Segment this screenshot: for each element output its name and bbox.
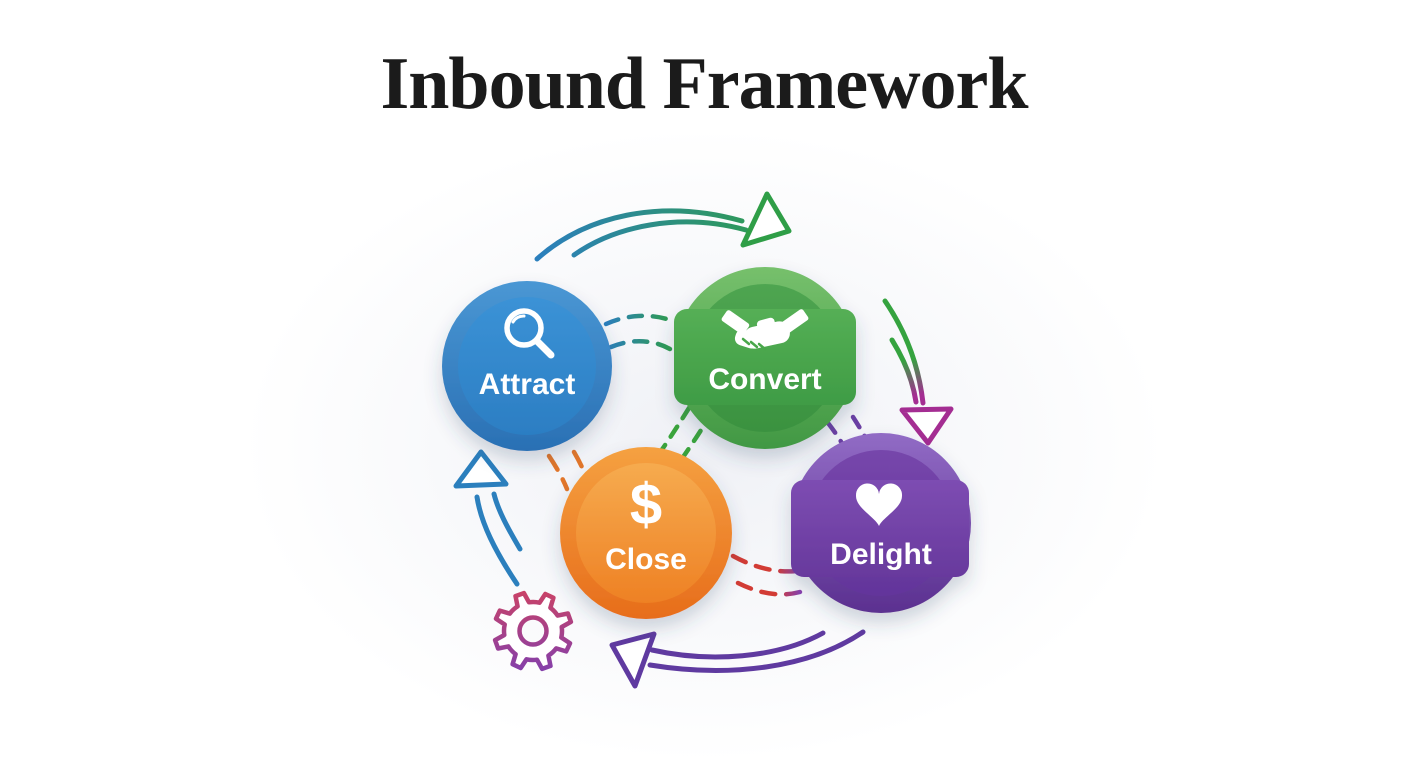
arrowhead-right [740, 191, 792, 248]
gear-icon [492, 590, 574, 672]
node-convert: Convert [674, 267, 856, 449]
page-title: Inbound Framework [380, 43, 1028, 125]
dashed-link-attract-convert [603, 313, 678, 352]
magnifying-glass-icon [504, 308, 555, 359]
arrow-delight-to-close [609, 629, 866, 689]
delight-label: Delight [830, 538, 932, 571]
convert-banner [674, 309, 856, 405]
dollar-sign-icon: $ [630, 472, 662, 537]
handshake-icon [721, 309, 809, 351]
close-label: Close [605, 543, 687, 576]
arrow-attract-to-convert [534, 191, 792, 262]
arrowhead-left [609, 631, 657, 689]
attract-label: Attract [479, 368, 576, 401]
arrow-convert-to-delight [882, 298, 954, 446]
arrowhead-up [453, 449, 509, 489]
delight-banner [791, 480, 969, 577]
node-attract: Attract [442, 281, 612, 451]
node-delight: Delight [791, 433, 971, 613]
arrow-close-to-attract [453, 449, 523, 587]
convert-label: Convert [708, 363, 821, 396]
arrowhead-down [899, 406, 954, 446]
heart-icon [855, 483, 903, 526]
node-close: $ Close [560, 447, 732, 619]
dashed-link-close-delight [730, 553, 803, 597]
